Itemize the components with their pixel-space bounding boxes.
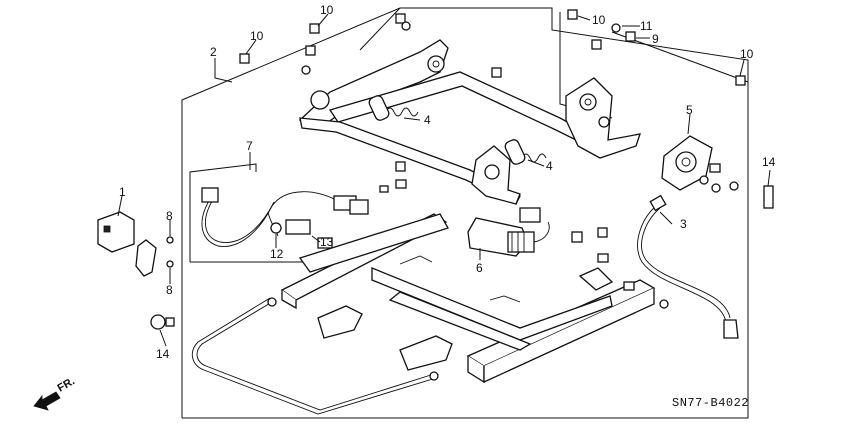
front-arrow-icon	[33, 391, 61, 411]
callout-4-lower: 4	[546, 159, 553, 173]
leader-lines	[117, 13, 771, 347]
callout-10-d: 10	[740, 47, 754, 61]
front-label: FR.	[56, 375, 77, 394]
misc-fasteners	[379, 161, 774, 291]
assembly-frame	[181, 7, 749, 419]
right-pivot-bracket	[565, 77, 641, 159]
lower-linkages	[317, 255, 521, 371]
callout-12: 12	[270, 247, 284, 261]
callout-1: 1	[119, 185, 126, 199]
callout-5: 5	[686, 103, 693, 117]
callout-13: 13	[320, 235, 334, 249]
callout-10-c: 10	[592, 13, 606, 27]
callout-9: 9	[652, 32, 659, 46]
callout-labels: 1 2 3 4 4 5 6 7 8 8 9 10 10 10 10 11 12 …	[119, 3, 776, 361]
seat-track-rails	[280, 213, 656, 384]
recline-cable	[637, 194, 739, 339]
slide-motor	[467, 207, 550, 257]
callout-6: 6	[476, 261, 483, 275]
wire-harness	[189, 163, 369, 263]
callout-10-b: 10	[250, 29, 264, 43]
callout-7: 7	[246, 139, 253, 153]
center-pivot-bracket	[471, 145, 521, 205]
recline-gear-unit	[661, 135, 739, 193]
callout-11: 11	[640, 19, 653, 33]
left-fittings	[97, 211, 175, 330]
callout-8-upper: 8	[166, 209, 173, 223]
diagram-code: SN77-B4022	[672, 396, 749, 410]
callout-4-upper: 4	[424, 113, 431, 127]
callout-14-left: 14	[156, 347, 170, 361]
cable-loop	[191, 297, 439, 415]
mounting-bolts	[239, 9, 746, 86]
front-direction-indicator: FR.	[33, 375, 77, 411]
callout-2: 2	[210, 45, 217, 59]
callout-8-lower: 8	[166, 283, 173, 297]
upper-recliner-arm	[298, 39, 601, 205]
springs	[368, 95, 547, 165]
callout-10-a: 10	[320, 3, 334, 17]
callout-14-right: 14	[762, 155, 776, 169]
callout-3: 3	[680, 217, 687, 231]
